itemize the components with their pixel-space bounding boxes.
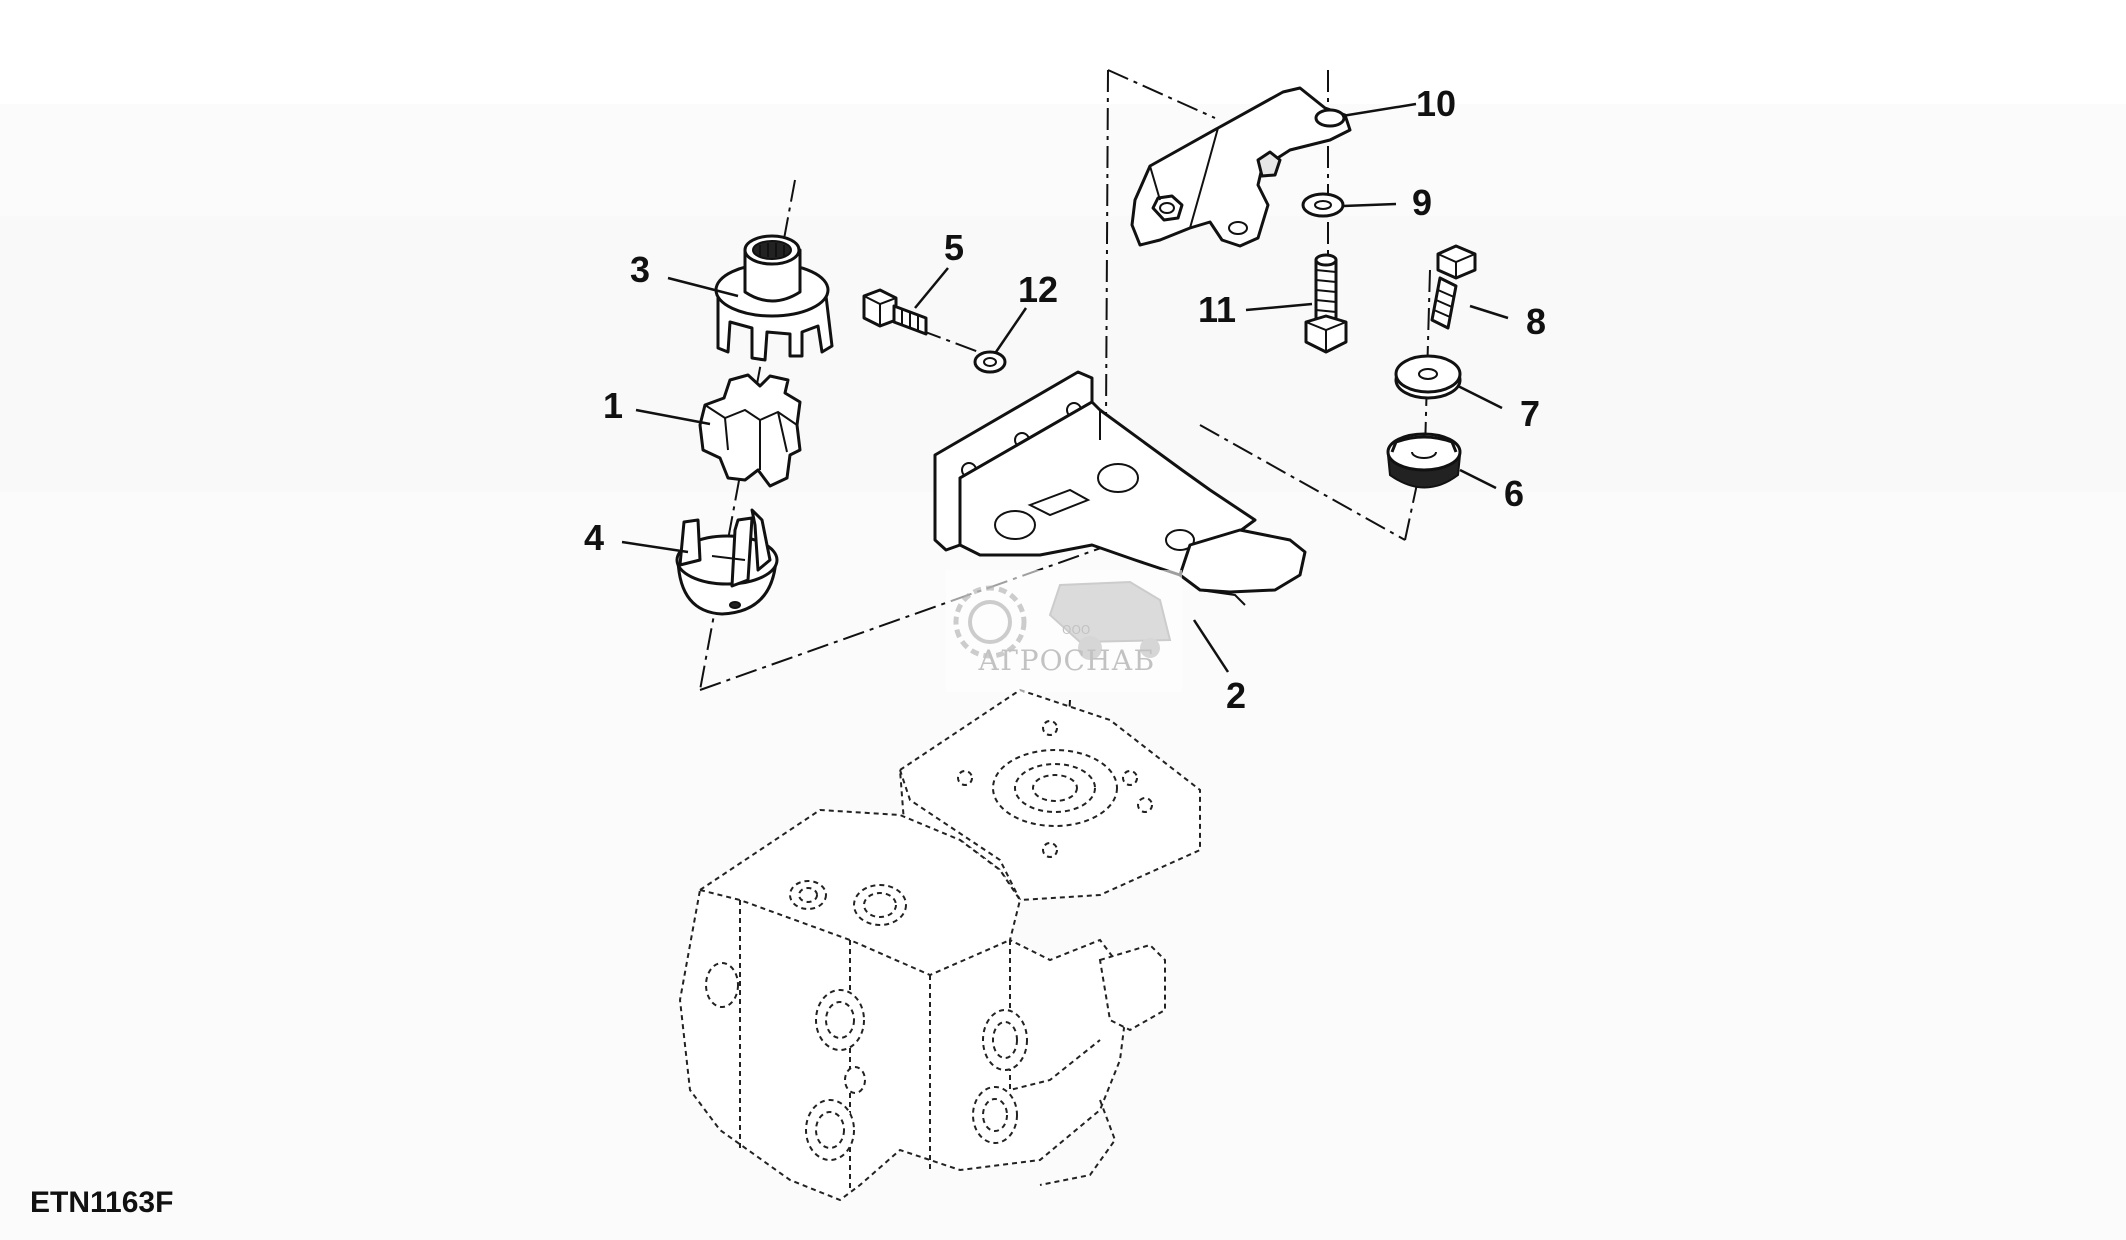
- callout-8: 8: [1526, 301, 1546, 342]
- part-5-bolt: [862, 288, 928, 336]
- part-1-coupling-spider: [698, 373, 802, 488]
- part-11-bolt: [1304, 253, 1348, 354]
- part-10-upper-bracket: [1130, 86, 1352, 248]
- leader-5: [914, 267, 949, 309]
- callout-12: 12: [1018, 269, 1058, 310]
- leader-11: [1245, 302, 1313, 312]
- leader-2: [1192, 619, 1230, 673]
- leader-7: [1457, 384, 1503, 410]
- part-12-washer: [973, 350, 1007, 374]
- callout-3: 3: [630, 249, 650, 290]
- leader-12: [994, 307, 1028, 353]
- part-9-washer: [1301, 192, 1345, 218]
- part-7-washer: [1394, 354, 1462, 400]
- part-8-bolt: [1430, 244, 1477, 330]
- callout-7: 7: [1520, 393, 1540, 434]
- leader-10: [1341, 102, 1417, 118]
- callout-11: 11: [1198, 289, 1236, 330]
- steering-valve-outline: [678, 688, 1201, 1202]
- callout-numbers: 3 1 4 5 12 2 10 9 11 8 7 6: [584, 83, 1546, 716]
- callout-5: 5: [944, 227, 964, 268]
- callout-1: 1: [603, 385, 623, 426]
- callout-10: 10: [1416, 83, 1456, 124]
- callout-4: 4: [584, 517, 604, 558]
- leader-4: [621, 540, 689, 554]
- part-2-mounting-bracket: [933, 370, 1307, 606]
- leader-1: [635, 408, 711, 426]
- callout-6: 6: [1504, 473, 1524, 514]
- part-4-coupling-half: [675, 508, 779, 616]
- callout-2: 2: [1226, 675, 1246, 716]
- leader-6: [1459, 468, 1497, 490]
- leader-3: [667, 276, 739, 298]
- watermark-company-name: АГРОСНАБ: [978, 644, 1155, 677]
- watermark-logo: ООО АГРОСНАБ: [946, 570, 1182, 692]
- leader-9: [1342, 202, 1397, 208]
- leader-lines: [621, 102, 1509, 673]
- watermark-company-prefix: ООО: [1062, 623, 1090, 637]
- background-band-top: [0, 104, 2126, 216]
- part-6-isolator: [1386, 432, 1462, 489]
- figure-code: ETN1163F: [30, 1186, 173, 1219]
- part-3-bushing: [714, 234, 834, 362]
- callout-9: 9: [1412, 182, 1432, 223]
- leader-8: [1469, 304, 1509, 320]
